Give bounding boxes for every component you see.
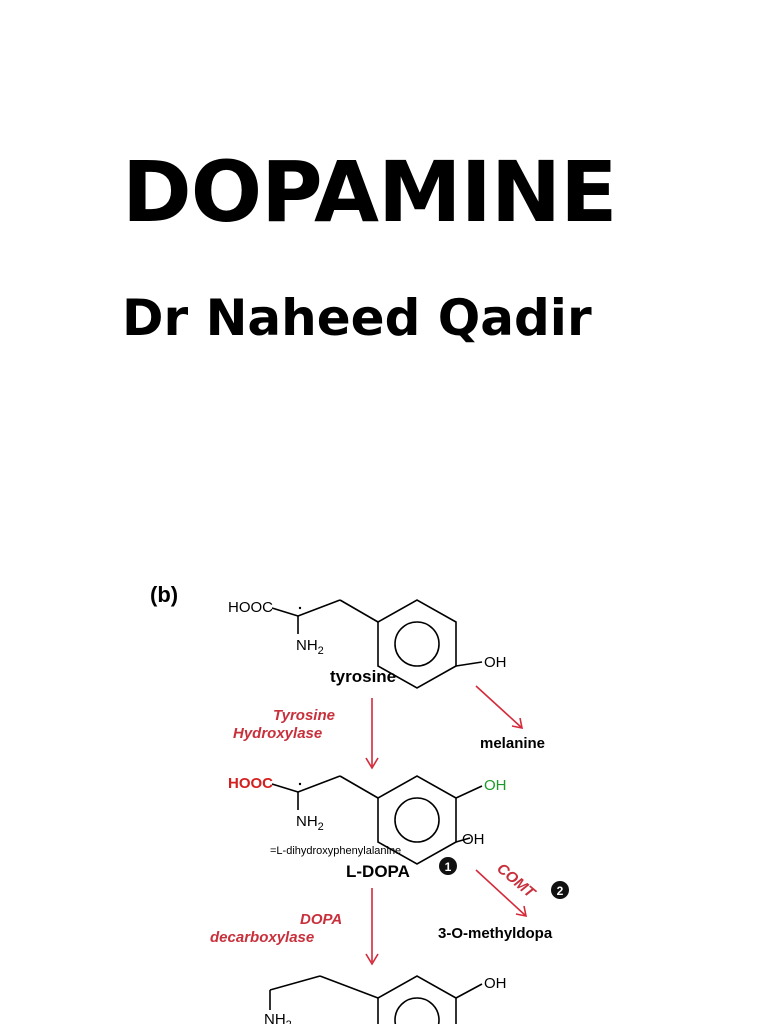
ldopa-name: L-DOPA [346,862,410,881]
ldopa-acid-group: HOOC [228,775,273,792]
ldopa-hydroxyl-1: OH [484,777,507,794]
arrow-step-1 [365,698,379,770]
enzyme-hydroxylase-label: Hydroxylase [233,725,322,742]
tyrosine-acid-group: HOOC [228,599,273,616]
enzyme-decarboxylase-label: decarboxylase [210,929,314,946]
arrow-comt [475,869,528,918]
enzyme-dopa-label: DOPA [300,911,342,928]
dopamine-structure: OH NH2 [264,975,507,1024]
tyrosine-amine-group: NH2 [296,637,324,657]
dopamine-amine-group: NH2 [264,1011,292,1024]
tyrosine-hydroxyl: OH [484,654,507,671]
ldopa-structure: HOOC NH2 OH OH =L-dihydroxyphenylalanine… [228,775,507,881]
methyldopa-label: 3-O-methyldopa [438,925,553,942]
enzyme-tyrosine-label: Tyrosine [273,707,335,724]
ldopa-full-name: =L-dihydroxyphenylalanine [270,845,401,857]
ldopa-badge: 1 [445,860,452,874]
melanine-label: melanine [480,735,545,752]
slide-subtitle: Dr Naheed Qadir [122,289,592,347]
dopamine-synthesis-figure: (b) HOOC NH2 OH tyrosine [140,570,620,1024]
panel-label: (b) [150,582,178,607]
slide-title: DOPAMINE [122,143,618,241]
ldopa-amine-group: NH2 [296,813,324,833]
comt-badge: 2 [557,884,564,898]
dopamine-hydroxyl: OH [484,975,507,992]
tyrosine-name: tyrosine [330,667,396,686]
arrow-step-2 [365,888,379,966]
arrow-to-melanine [475,685,524,730]
comt-label: COMT [493,860,539,903]
tyrosine-structure: HOOC NH2 OH tyrosine [228,599,507,689]
ldopa-hydroxyl-2: OH [462,831,485,848]
